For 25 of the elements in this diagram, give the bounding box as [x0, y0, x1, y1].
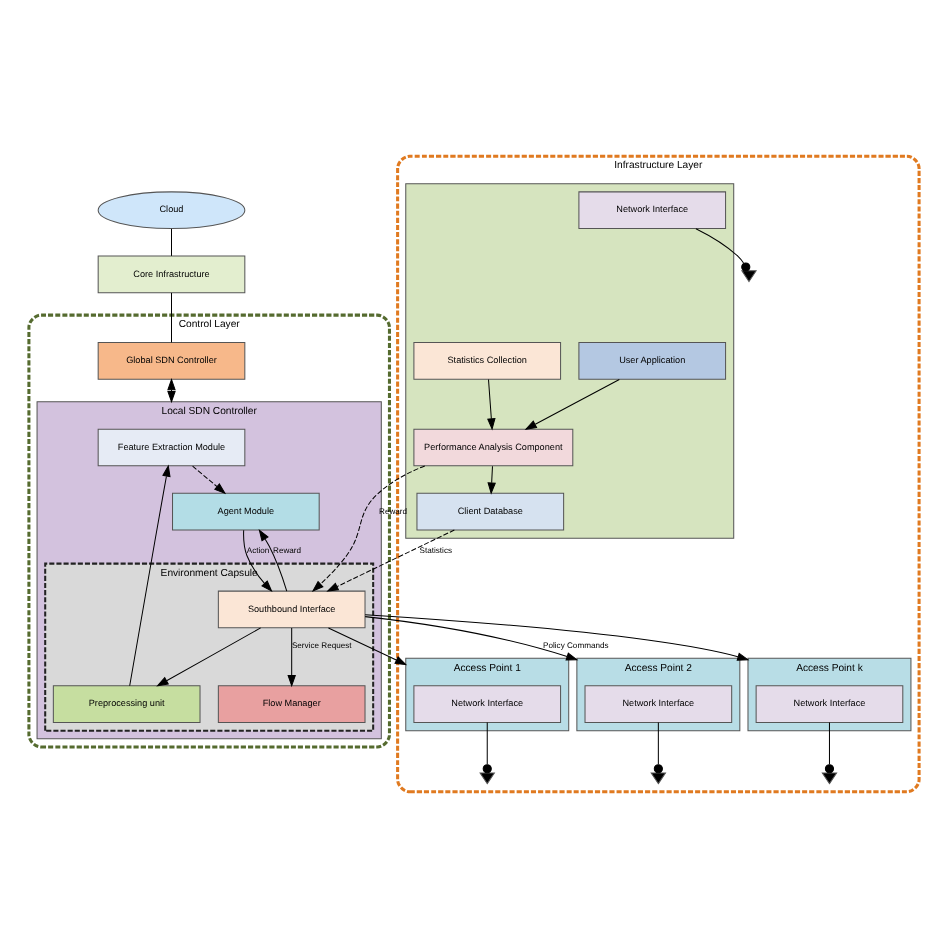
arrow — [258, 529, 288, 592]
arrow — [487, 465, 496, 495]
node-antenna — [821, 772, 838, 785]
node-antenna — [650, 772, 667, 785]
connector — [482, 722, 492, 774]
connector — [171, 292, 172, 343]
arrow — [326, 529, 455, 592]
node-antenna — [479, 772, 496, 785]
arrow — [129, 464, 171, 687]
arrow — [364, 614, 750, 661]
connector — [695, 228, 751, 272]
arrow — [287, 627, 296, 688]
arrow — [192, 465, 227, 495]
arrow — [243, 529, 273, 593]
arrow — [167, 377, 176, 404]
connector — [824, 722, 835, 774]
arrow — [327, 627, 408, 666]
connector — [653, 722, 663, 774]
arrow — [156, 627, 262, 687]
arrow — [524, 378, 620, 430]
arrow — [487, 378, 496, 431]
connector — [171, 228, 172, 257]
node-antenna — [740, 270, 758, 283]
arrow — [364, 616, 579, 661]
cluster — [405, 183, 735, 539]
